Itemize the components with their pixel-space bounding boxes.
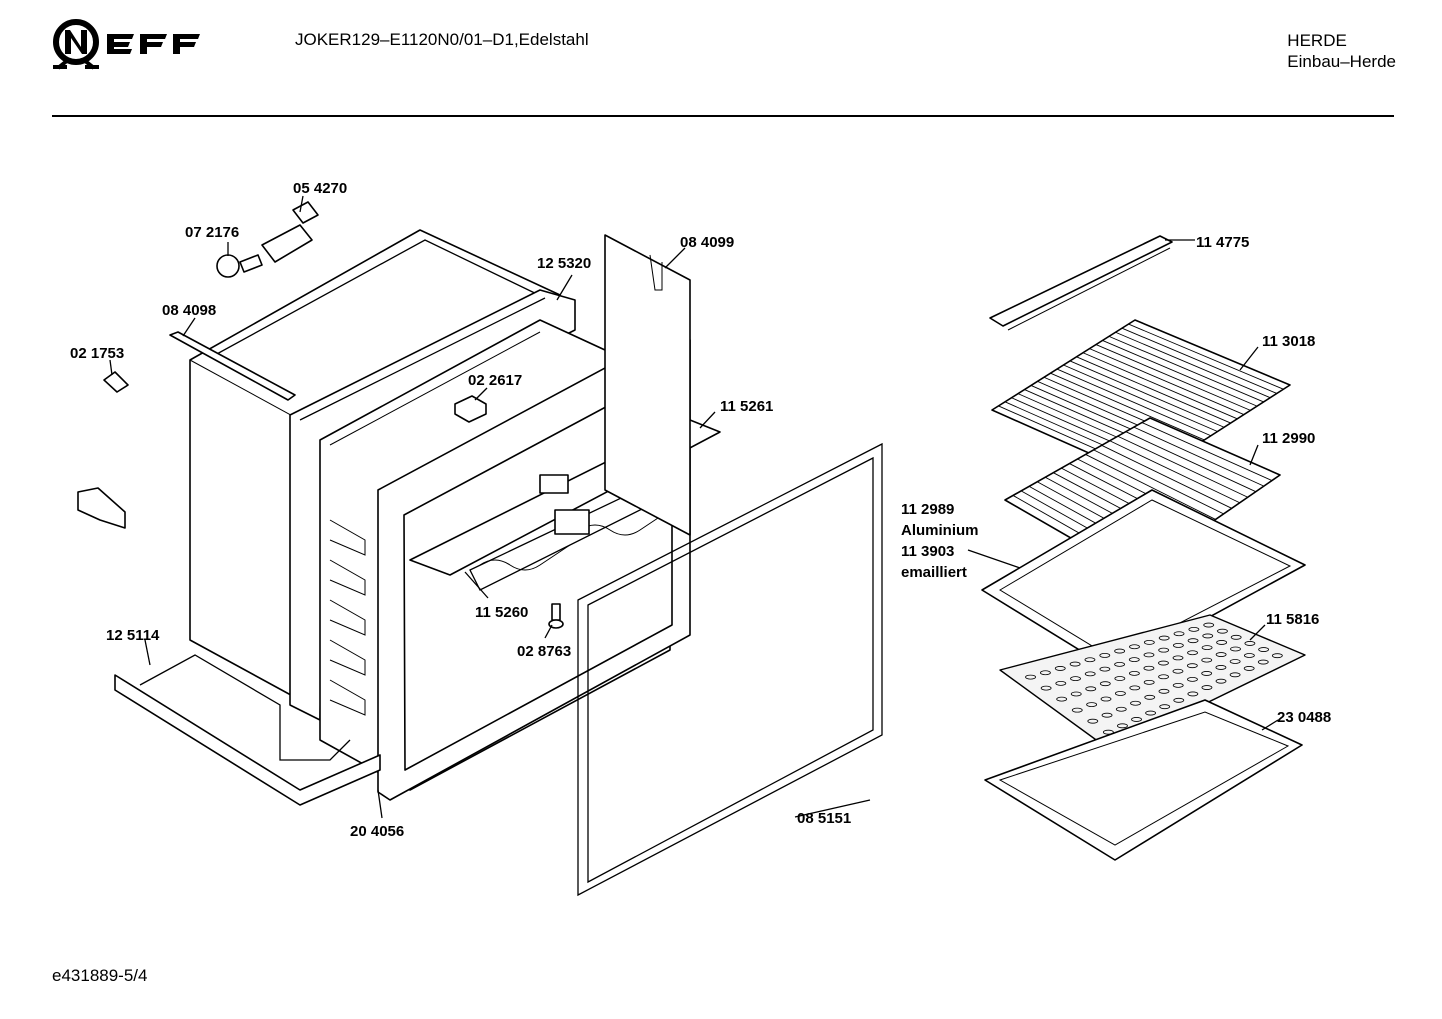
label-028763: 02 8763 xyxy=(517,643,571,660)
label-022617: 02 2617 xyxy=(468,372,522,389)
label-115816: 11 5816 xyxy=(1266,611,1319,628)
pan-frame xyxy=(984,699,1303,861)
top-bar xyxy=(169,331,296,401)
label-112989: 11 2989 xyxy=(901,501,954,518)
baking-tray xyxy=(981,489,1306,671)
top-rail xyxy=(989,235,1173,331)
label-emailliert: emailliert xyxy=(901,564,967,581)
clip-022617 xyxy=(454,395,487,423)
label-054270: 05 4270 xyxy=(293,180,347,197)
category-label: HERDE xyxy=(1287,31,1347,50)
label-113018: 11 3018 xyxy=(1262,333,1315,350)
label-115260: 11 5260 xyxy=(475,604,528,621)
label-113903: 11 3903 xyxy=(901,543,954,560)
label-230488: 23 0488 xyxy=(1277,709,1331,726)
oven-lamp xyxy=(216,201,319,278)
header-rule xyxy=(52,115,1394,117)
bracket xyxy=(77,487,126,529)
neff-logo xyxy=(53,19,200,70)
label-084099: 08 4099 xyxy=(680,234,734,251)
subcategory-label: Einbau–Herde xyxy=(1287,52,1396,71)
category-block: HERDE Einbau–Herde xyxy=(1287,30,1396,72)
label-125114: 12 5114 xyxy=(106,627,160,644)
part-labels: 05 4270 07 2176 08 4098 02 1753 12 5320 … xyxy=(70,180,1331,840)
label-072176: 07 2176 xyxy=(185,224,239,241)
label-115261: 11 5261 xyxy=(720,398,773,415)
label-125320: 12 5320 xyxy=(537,255,591,272)
label-204056: 20 4056 xyxy=(350,823,404,840)
rear-panel xyxy=(604,234,691,536)
document-id: e431889-5/4 xyxy=(52,966,148,985)
label-112990: 11 2990 xyxy=(1262,430,1315,447)
model-title: JOKER129–E1120N0/01–D1,Edelstahl xyxy=(295,30,589,49)
grill-pan xyxy=(999,614,1306,751)
clip-021753 xyxy=(103,371,129,393)
base-panel xyxy=(114,654,381,806)
label-aluminium: Aluminium xyxy=(901,522,979,539)
label-085151: 08 5151 xyxy=(797,810,851,827)
label-021753: 02 1753 xyxy=(70,345,124,362)
leader-lines xyxy=(109,195,1279,819)
label-084098: 08 4098 xyxy=(162,302,216,319)
door-seal xyxy=(577,442,883,897)
label-114775: 11 4775 xyxy=(1196,234,1249,251)
screw-028763 xyxy=(548,603,564,629)
